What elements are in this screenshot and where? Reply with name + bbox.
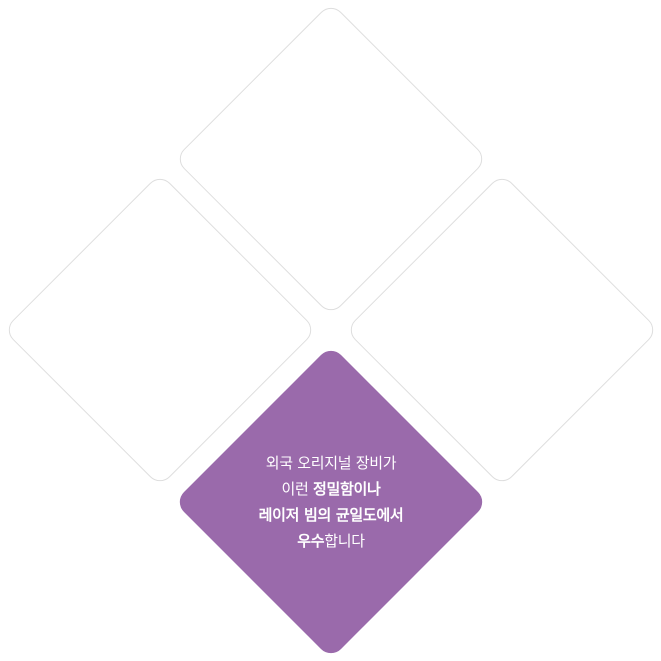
caption-line-2-regular: 이런 bbox=[281, 480, 313, 498]
caption-line-4-bold: 우수 bbox=[297, 532, 325, 550]
caption-line-3: 레이저 빔의 균일도에서 bbox=[211, 502, 451, 528]
diamond-caption: 외국 오리지널 장비가 이런 정밀함이나 레이저 빔의 균일도에서 우수합니다 bbox=[211, 450, 451, 554]
caption-line-4: 우수합니다 bbox=[211, 528, 451, 554]
caption-line-2: 이런 정밀함이나 bbox=[211, 476, 451, 502]
caption-line-4-regular: 합니다 bbox=[324, 532, 365, 550]
caption-line-1: 외국 오리지널 장비가 bbox=[265, 454, 397, 472]
caption-line-3-bold: 레이저 빔의 균일도에서 bbox=[258, 506, 404, 524]
caption-line-2-bold: 정밀함이나 bbox=[312, 480, 381, 498]
